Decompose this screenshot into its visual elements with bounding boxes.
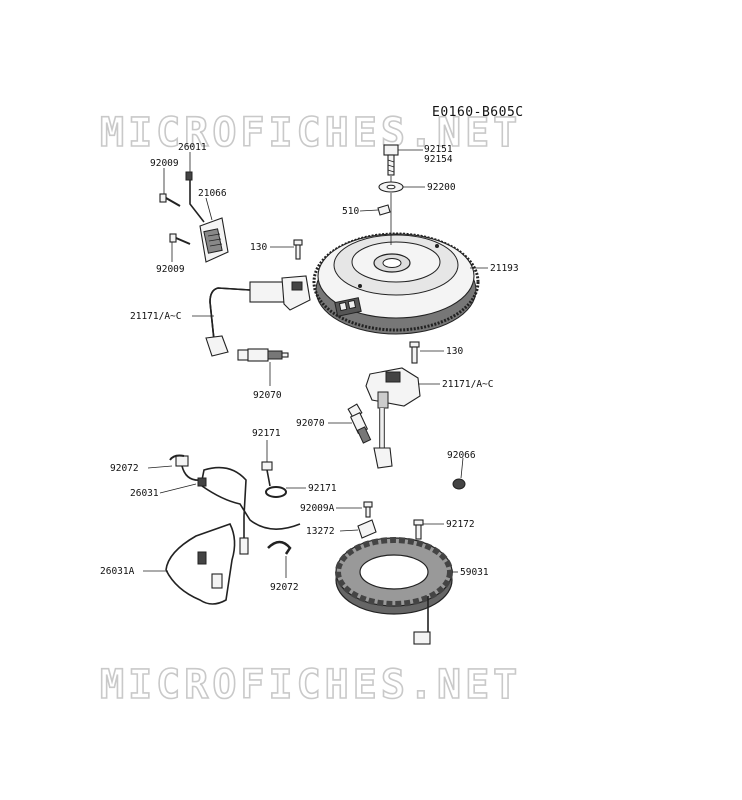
label-92066: 92066: [447, 450, 476, 461]
label-92172: 92172: [446, 519, 475, 530]
harness-clamp-low: [267, 540, 292, 555]
label-21066: 21066: [198, 188, 227, 199]
module-screw-low: [169, 233, 191, 245]
label-92171-top: 92171: [252, 428, 281, 439]
plate-13272: [357, 519, 377, 539]
label-13272: 13272: [306, 526, 335, 537]
flywheel: [312, 232, 480, 335]
label-510: 510: [342, 206, 359, 217]
label-92072-top: 92072: [110, 463, 139, 474]
coil-bolt-left: [293, 239, 303, 260]
wire-harness: [175, 455, 301, 555]
label-92171-mid: 92171: [308, 483, 337, 494]
leader-lines: [143, 149, 488, 578]
diagram-code: E0160-B605C: [432, 105, 524, 120]
stator: [335, 537, 453, 645]
control-module: [185, 171, 229, 263]
label-21171-left: 21171/A~C: [130, 311, 181, 322]
label-26031: 26031: [130, 488, 159, 499]
flywheel-washer: [378, 181, 404, 193]
harness-clip: [265, 486, 287, 498]
wire-harness-a: [165, 523, 236, 605]
coil-bolt-right: [409, 341, 420, 364]
label-26011: 26011: [178, 142, 207, 153]
label-92151: 92151: [424, 144, 453, 155]
label-92154: 92154: [424, 154, 453, 165]
label-92070-left: 92070: [253, 390, 282, 401]
flywheel-bolt: [383, 144, 399, 176]
label-26031A: 26031A: [100, 566, 135, 577]
label-92072-low: 92072: [270, 582, 299, 593]
watermark-top: MICROFICHES.NET: [100, 110, 521, 156]
label-92200: 92200: [427, 182, 456, 193]
label-92009-low: 92009: [156, 264, 185, 275]
label-92009-top: 92009: [150, 158, 179, 169]
label-92009A: 92009A: [300, 503, 335, 514]
label-130-right: 130: [446, 346, 463, 357]
module-screw-top: [159, 193, 181, 207]
ignition-coil-left: [205, 275, 311, 357]
screw-92009A: [363, 501, 373, 518]
flywheel-key: [377, 204, 391, 216]
label-21193: 21193: [490, 263, 519, 274]
label-92070-right: 92070: [296, 418, 325, 429]
harness-clamp-top: [169, 454, 185, 461]
nut-92066: [452, 478, 466, 490]
stator-bolt: [413, 519, 424, 540]
ignition-coil-right: [365, 367, 421, 469]
label-130-left: 130: [250, 242, 267, 253]
label-59031: 59031: [460, 567, 489, 578]
label-21171-right: 21171/A~C: [442, 379, 493, 390]
spark-plug-right: [347, 403, 372, 444]
spark-plug-left: [237, 348, 289, 362]
watermark-bottom: MICROFICHES.NET: [100, 662, 521, 708]
